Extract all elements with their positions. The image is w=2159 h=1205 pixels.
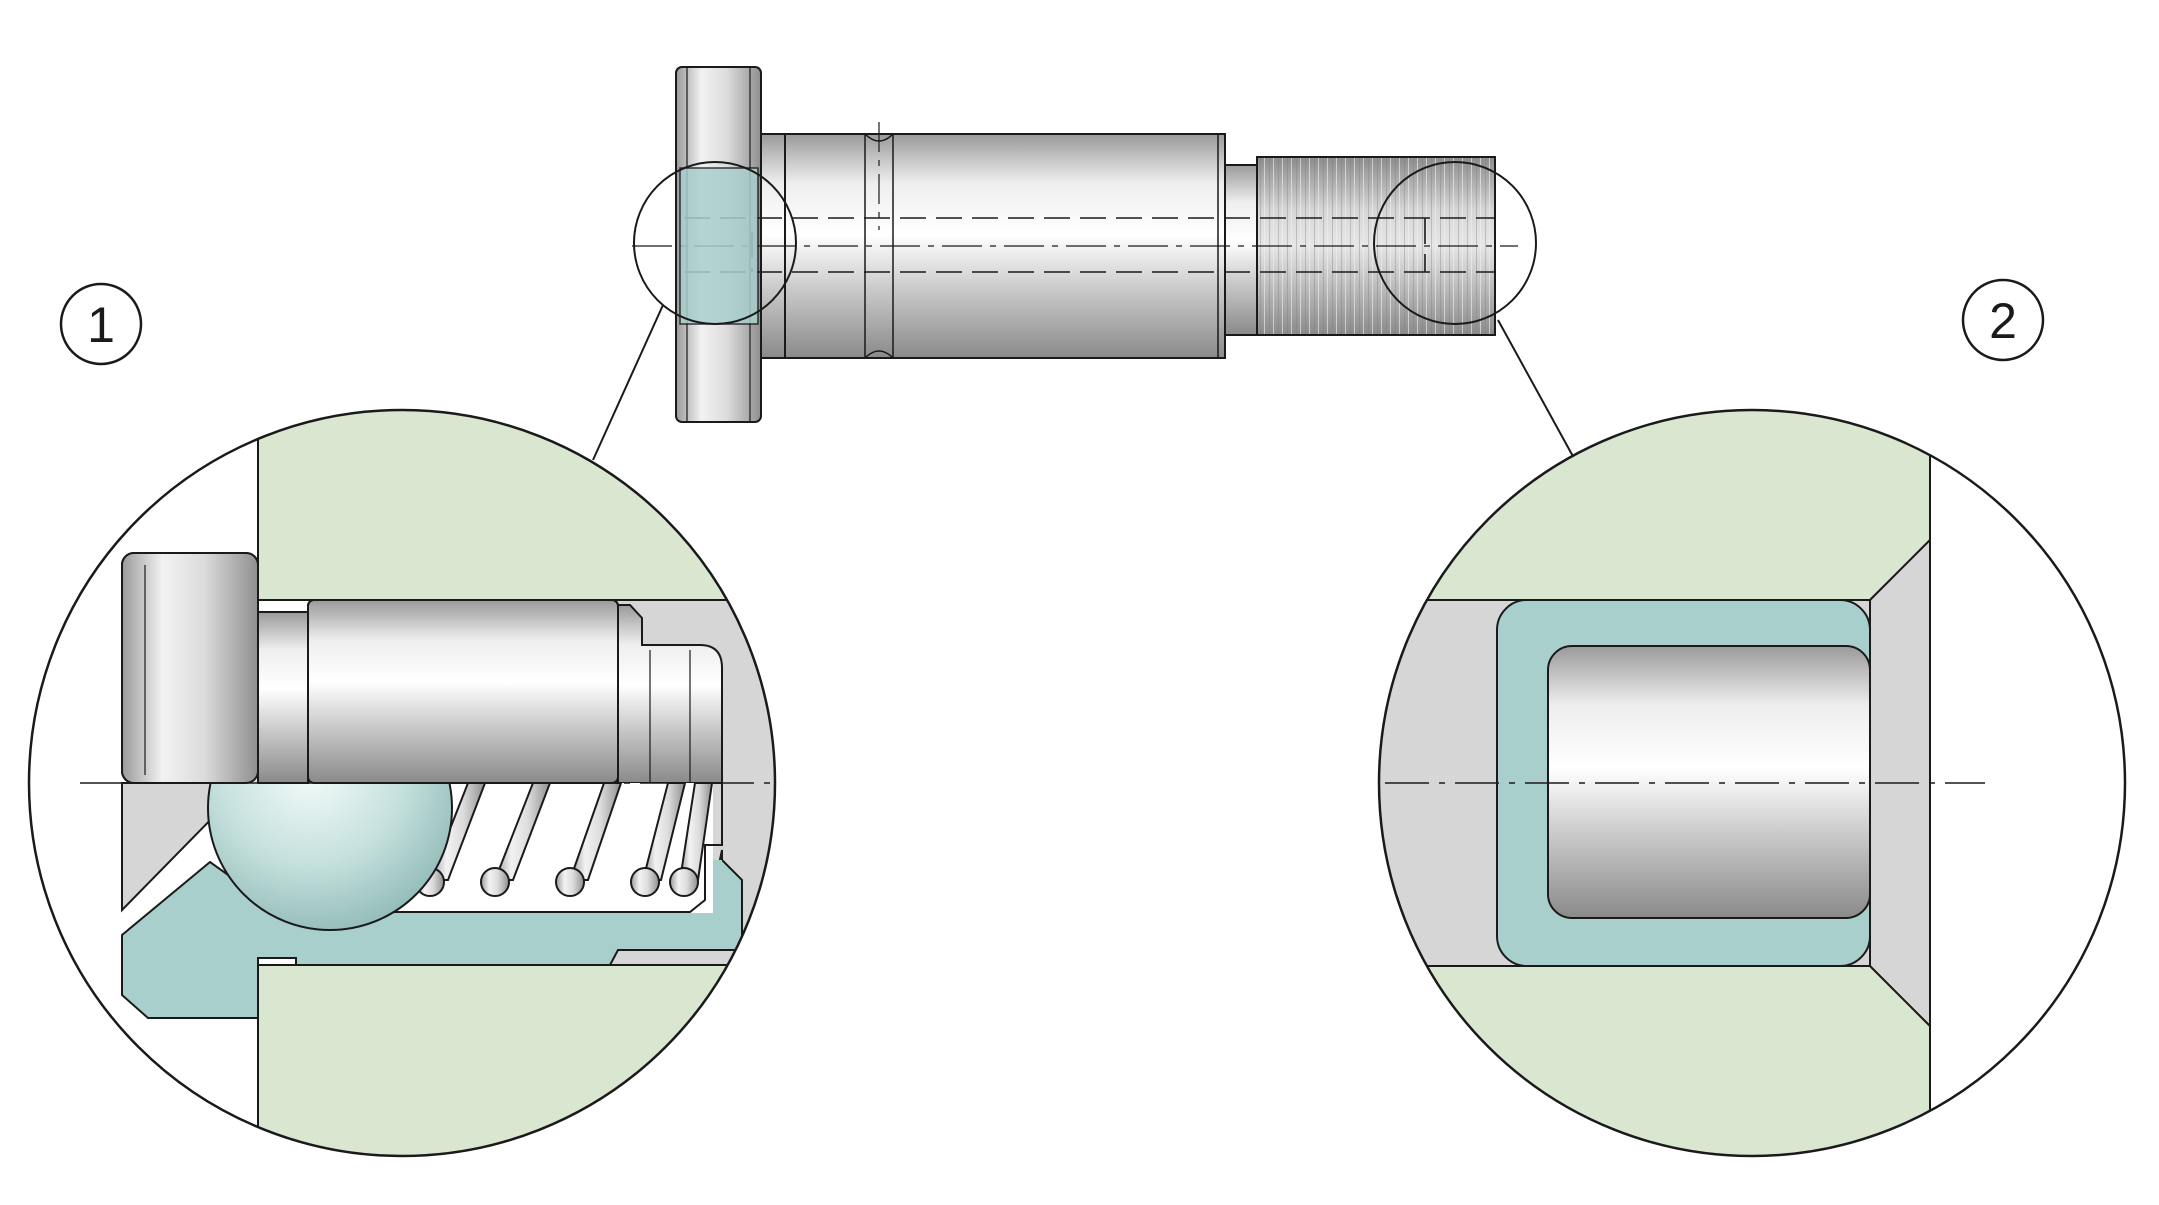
detail-marker-2 (1373, 161, 1537, 325)
leader-line-1 (592, 304, 664, 461)
leader-line-2 (1497, 319, 1576, 461)
housing-lower (257, 964, 775, 1156)
spring-coils (415, 782, 714, 897)
detail-marker-1 (633, 161, 797, 325)
detail-1-frame (27, 408, 777, 1158)
callout-2-label: 2 (1989, 293, 2017, 349)
bolt-side-view (592, 66, 1576, 461)
callout-2: 2 (1961, 278, 2045, 362)
callout-1: 1 (59, 282, 143, 366)
detail-2-frame (1377, 408, 2127, 1158)
housing-lower-2 (1379, 965, 1931, 1156)
detail-view-2 (1379, 410, 2125, 1156)
callout-1-label: 1 (87, 297, 115, 353)
threaded-plug (1547, 645, 1871, 919)
seal-body (121, 849, 743, 1019)
housing-upper-2 (1379, 410, 1931, 601)
detail-view-1 (29, 410, 775, 1156)
